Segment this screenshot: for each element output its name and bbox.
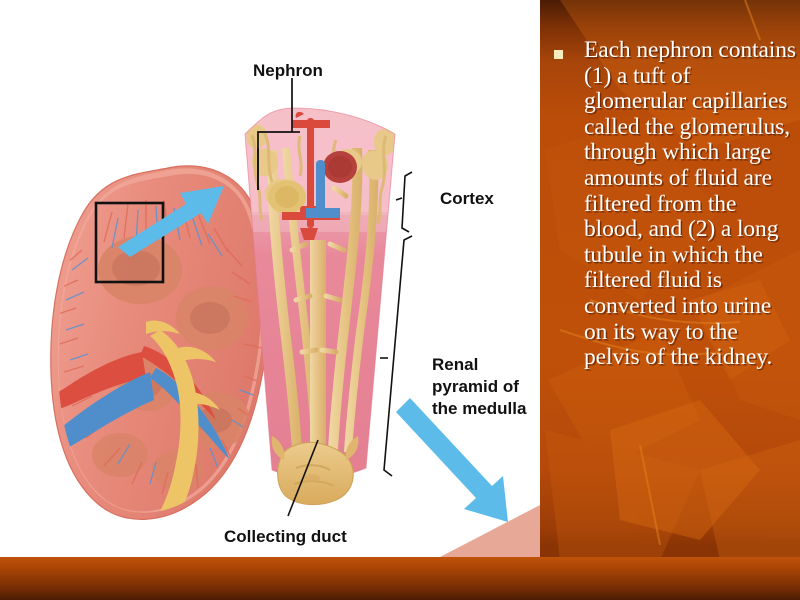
renal-vein bbox=[57, 372, 154, 459]
decorative-salmon-wedge bbox=[440, 505, 540, 557]
nephron-wedge bbox=[244, 107, 396, 506]
kidney-illustration bbox=[50, 165, 270, 520]
glomerulus bbox=[323, 151, 357, 183]
renal-artery bbox=[57, 352, 146, 413]
label-renal-pyramid-line3: the medulla bbox=[432, 399, 527, 418]
body-paragraph: Each nephron contains (1) a tuft of glom… bbox=[584, 37, 796, 371]
arcuate-artery bbox=[282, 111, 340, 240]
label-renal-pyramid-line1: Renal bbox=[432, 355, 478, 374]
collecting-duct-pointer bbox=[287, 439, 319, 517]
bottom-bar bbox=[0, 557, 800, 600]
label-renal-pyramid-line2: pyramid of bbox=[432, 377, 519, 396]
label-collecting-duct: Collecting duct bbox=[224, 527, 347, 546]
label-cortex: Cortex bbox=[440, 189, 494, 208]
arcuate-vein bbox=[306, 160, 340, 218]
label-nephron: Nephron bbox=[253, 61, 323, 80]
magnify-arrow-upper bbox=[118, 186, 224, 257]
square-bullet-icon bbox=[554, 50, 563, 59]
bullet-item: Each nephron contains (1) a tuft of glom… bbox=[548, 37, 798, 371]
kidney-nephron-figure: Nephron Cortex Renal pyramid of the medu… bbox=[0, 0, 540, 557]
magnify-arrow-lower bbox=[396, 398, 508, 522]
collecting-duct-papilla bbox=[271, 436, 359, 506]
leader-lines bbox=[257, 78, 300, 190]
zoom-selection-rectangle bbox=[94, 201, 165, 284]
cortex-bracket bbox=[395, 171, 413, 233]
content-text-column: Each nephron contains (1) a tuft of glom… bbox=[548, 37, 798, 518]
ureter bbox=[150, 330, 199, 513]
bowmans-capsule bbox=[268, 180, 306, 214]
renal-pyramid-bracket bbox=[380, 235, 413, 477]
